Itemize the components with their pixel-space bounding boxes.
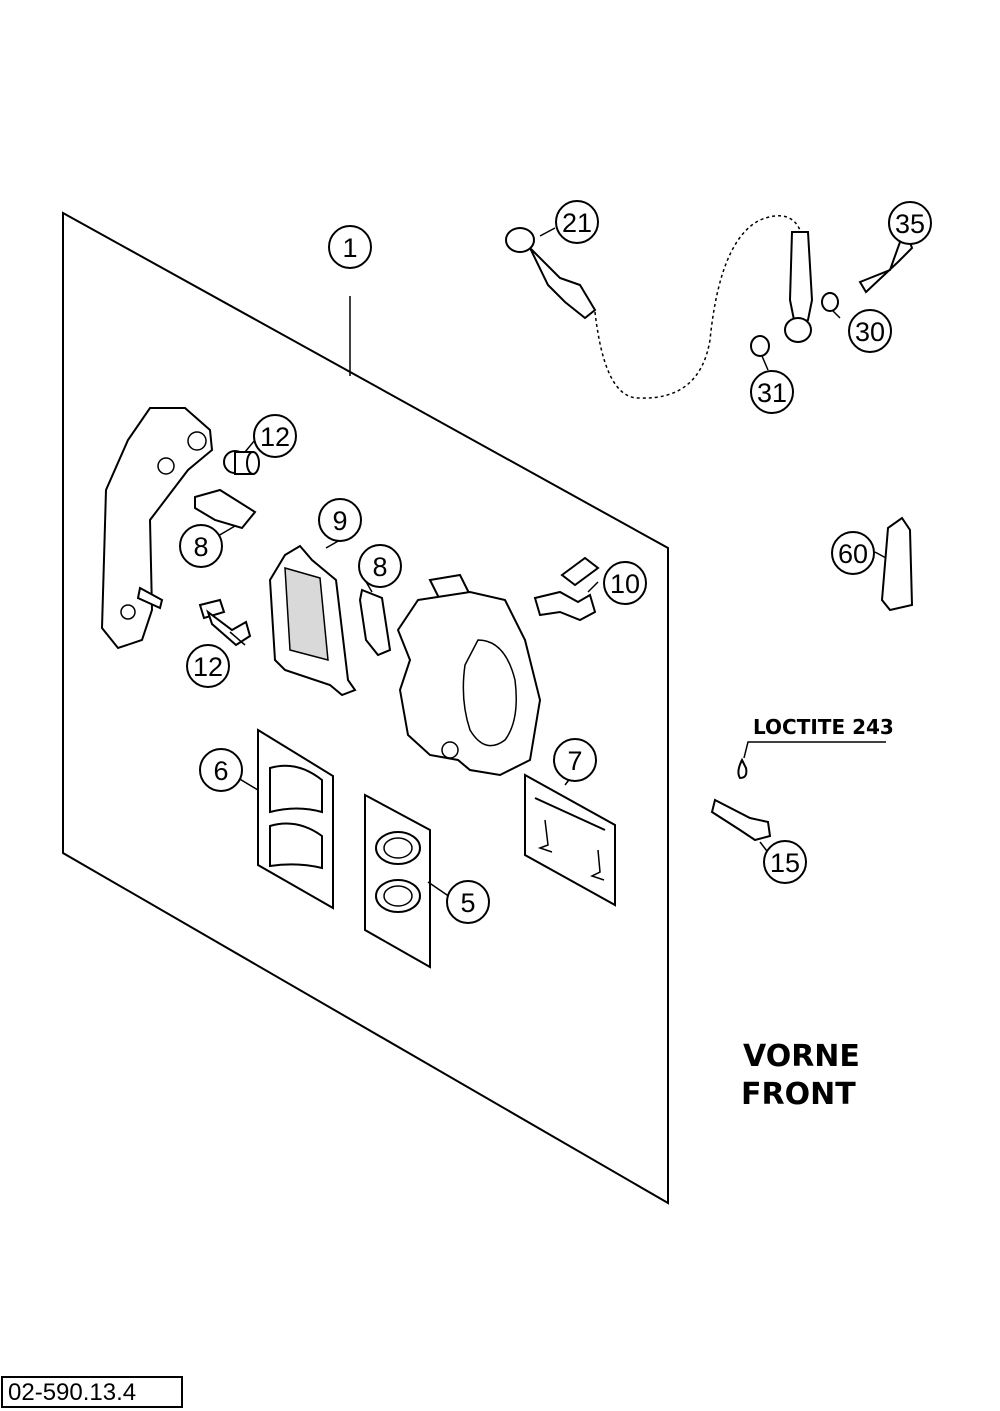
- callout-12-upper: 12: [253, 414, 297, 458]
- bleeder-valve: [533, 556, 600, 622]
- svg-text:60: 60: [838, 539, 868, 569]
- svg-text:5: 5: [460, 888, 475, 918]
- svg-text:6: 6: [213, 756, 228, 786]
- title-en: FRONT: [741, 1077, 856, 1112]
- callout-1: 1: [328, 225, 372, 269]
- callout-21: 21: [555, 200, 599, 244]
- caliper-bracket: [100, 407, 214, 650]
- drawing-number-box: [1, 1376, 183, 1408]
- drawing-number: 02-590.13.4: [8, 1379, 136, 1406]
- pad-spring-middle: [358, 588, 392, 657]
- loctite-bottle: [880, 516, 914, 612]
- callout-8-upper: 8: [179, 524, 223, 568]
- seal-kit: [364, 793, 431, 969]
- callout-10: 10: [603, 561, 647, 605]
- callout-30: 30: [848, 309, 892, 353]
- pad-clip-upper: [194, 488, 257, 530]
- svg-text:15: 15: [770, 848, 800, 878]
- loctite-label: LOCTITE 243: [753, 715, 894, 739]
- bushing-upper: [223, 450, 260, 475]
- svg-text:35: 35: [895, 209, 925, 239]
- brake-pad: [268, 544, 357, 697]
- callout-35: 35: [888, 201, 932, 245]
- svg-text:12: 12: [193, 652, 223, 682]
- callout-7: 7: [553, 738, 597, 782]
- svg-text:12: 12: [260, 422, 290, 452]
- callout-6: 6: [199, 748, 243, 792]
- svg-text:21: 21: [562, 208, 592, 238]
- callout-8-middle: 8: [358, 544, 402, 588]
- caliper-body: [396, 573, 542, 777]
- callout-31: 31: [750, 370, 794, 414]
- svg-text:30: 30: [855, 317, 885, 347]
- pin-kit: [524, 773, 616, 907]
- callout-5: 5: [446, 880, 490, 924]
- callout-60: 60: [831, 531, 875, 575]
- screw-15: [710, 741, 886, 842]
- guide-bolt-lower: [198, 598, 252, 647]
- svg-text:8: 8: [193, 532, 208, 562]
- callout-15: 15: [763, 840, 807, 884]
- svg-text:9: 9: [332, 506, 347, 536]
- svg-text:31: 31: [757, 378, 787, 408]
- washer-31: [750, 335, 770, 357]
- washer-30: [821, 292, 839, 312]
- piston-set: [257, 728, 334, 910]
- svg-text:10: 10: [610, 569, 640, 599]
- callout-9: 9: [318, 498, 362, 542]
- title-de: VORNE: [743, 1039, 860, 1074]
- brake-line: [505, 215, 814, 399]
- svg-text:1: 1: [342, 233, 357, 263]
- svg-text:7: 7: [567, 746, 582, 776]
- assembly-panel: [62, 211, 669, 1205]
- callout-12-lower: 12: [186, 644, 230, 688]
- svg-text:8: 8: [372, 552, 387, 582]
